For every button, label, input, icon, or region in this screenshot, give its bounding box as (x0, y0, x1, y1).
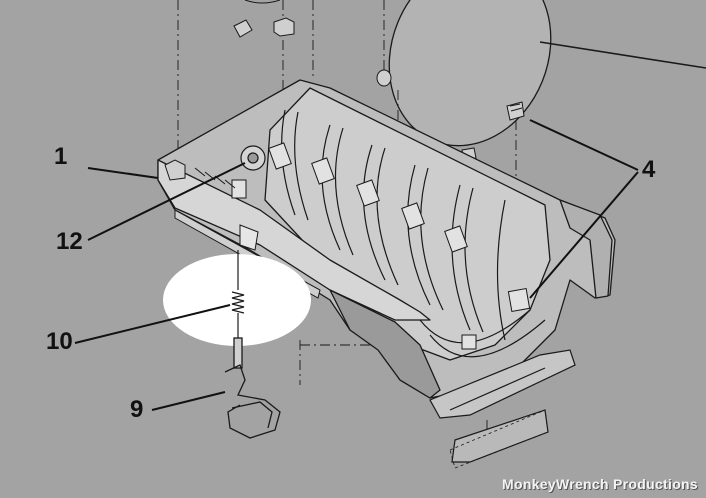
watermark: MonkeyWrench Productions (502, 476, 698, 492)
rib-clips (231, 142, 531, 350)
front-slots (164, 159, 259, 251)
highlight-ellipse (163, 254, 311, 346)
leader-lines (74, 119, 639, 411)
callout-1: 1 (54, 143, 68, 170)
housing-ribs (281, 109, 546, 358)
housing-foot (429, 349, 576, 463)
callout-12: 12 (56, 228, 83, 255)
callout-9: 9 (130, 396, 144, 423)
bracket-part (224, 337, 281, 439)
bushing-part (240, 145, 266, 171)
callout-4: 4 (642, 156, 656, 183)
callout-10: 10 (46, 328, 73, 355)
